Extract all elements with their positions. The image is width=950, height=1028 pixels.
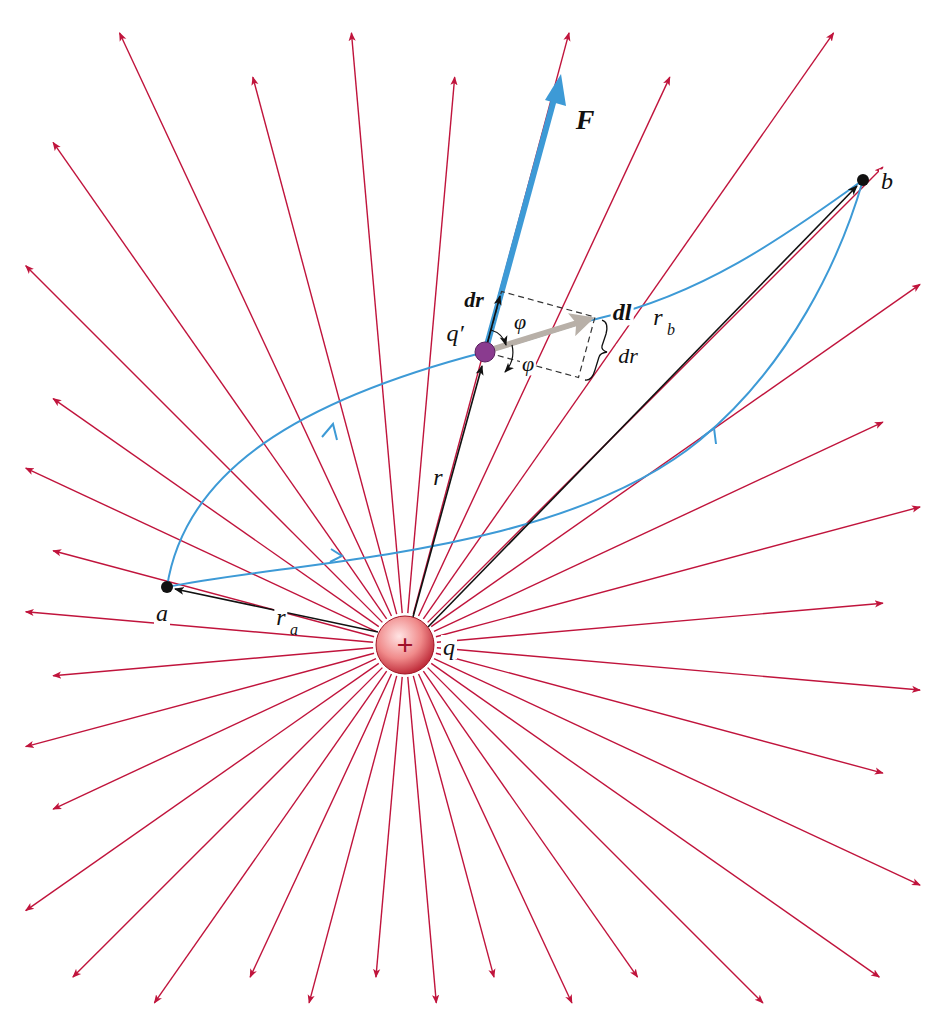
field-line (376, 677, 402, 977)
field-lines (26, 33, 920, 1003)
distance-label: r (274, 605, 287, 630)
angle-label: φ (520, 352, 536, 375)
field-line (437, 603, 883, 642)
radial-component (486, 296, 500, 348)
field-line (423, 33, 833, 619)
field-line (309, 676, 397, 1003)
field-line (423, 671, 637, 977)
field-line (53, 648, 373, 676)
angle-arc (505, 345, 513, 372)
field-line (413, 33, 569, 614)
charge-sign: + (394, 630, 415, 660)
charge-label: q′ (444, 321, 465, 346)
subscript: b (665, 322, 677, 339)
field-line (53, 659, 376, 810)
field-line (434, 659, 920, 886)
field-line (154, 671, 386, 1003)
field-line (436, 507, 920, 637)
subscript: a (288, 622, 300, 639)
field-line (26, 266, 383, 623)
point-label: a (154, 601, 170, 626)
force-arrow-head (545, 74, 566, 106)
magnitude-label: dr (616, 344, 640, 367)
field-line (250, 674, 391, 977)
field-line (253, 77, 397, 614)
field-line (419, 674, 572, 1003)
field-line (26, 653, 374, 746)
field-line (26, 612, 373, 642)
field-line (26, 663, 379, 910)
vector-label: dr (462, 288, 486, 311)
path-chevron (322, 424, 337, 440)
field-line (434, 422, 883, 631)
point-dot (857, 174, 869, 186)
field-line (428, 668, 763, 1003)
field-line (437, 648, 920, 690)
position-vector (413, 366, 482, 617)
vector-label: dl (611, 300, 634, 325)
test-charge (475, 342, 495, 362)
charge-label: q (441, 635, 457, 659)
component-box (485, 292, 595, 378)
path-chevron (330, 549, 342, 562)
field-line (408, 677, 437, 1003)
field-line (428, 167, 883, 622)
field-line (413, 676, 494, 977)
field-line (120, 33, 392, 616)
field-line (53, 399, 379, 627)
field-line (73, 668, 382, 977)
angle-label: φ (512, 310, 528, 333)
path-chevron (701, 428, 716, 444)
position-vector (428, 186, 857, 627)
angle-arc (491, 330, 506, 345)
brace (585, 320, 607, 380)
point-label: b (879, 169, 895, 194)
position-vector (175, 589, 378, 632)
field-line (431, 663, 879, 977)
field-line (53, 142, 387, 618)
distance-label: r (431, 465, 444, 490)
field-line (419, 77, 670, 616)
distance-label: r (651, 305, 664, 330)
point-dot (161, 581, 173, 593)
field-line (351, 33, 402, 613)
force-label: F (574, 105, 597, 134)
field-line (26, 468, 376, 631)
displacement-arrow (487, 319, 590, 351)
field-line (431, 284, 920, 626)
point-charge: +q (375, 615, 435, 675)
